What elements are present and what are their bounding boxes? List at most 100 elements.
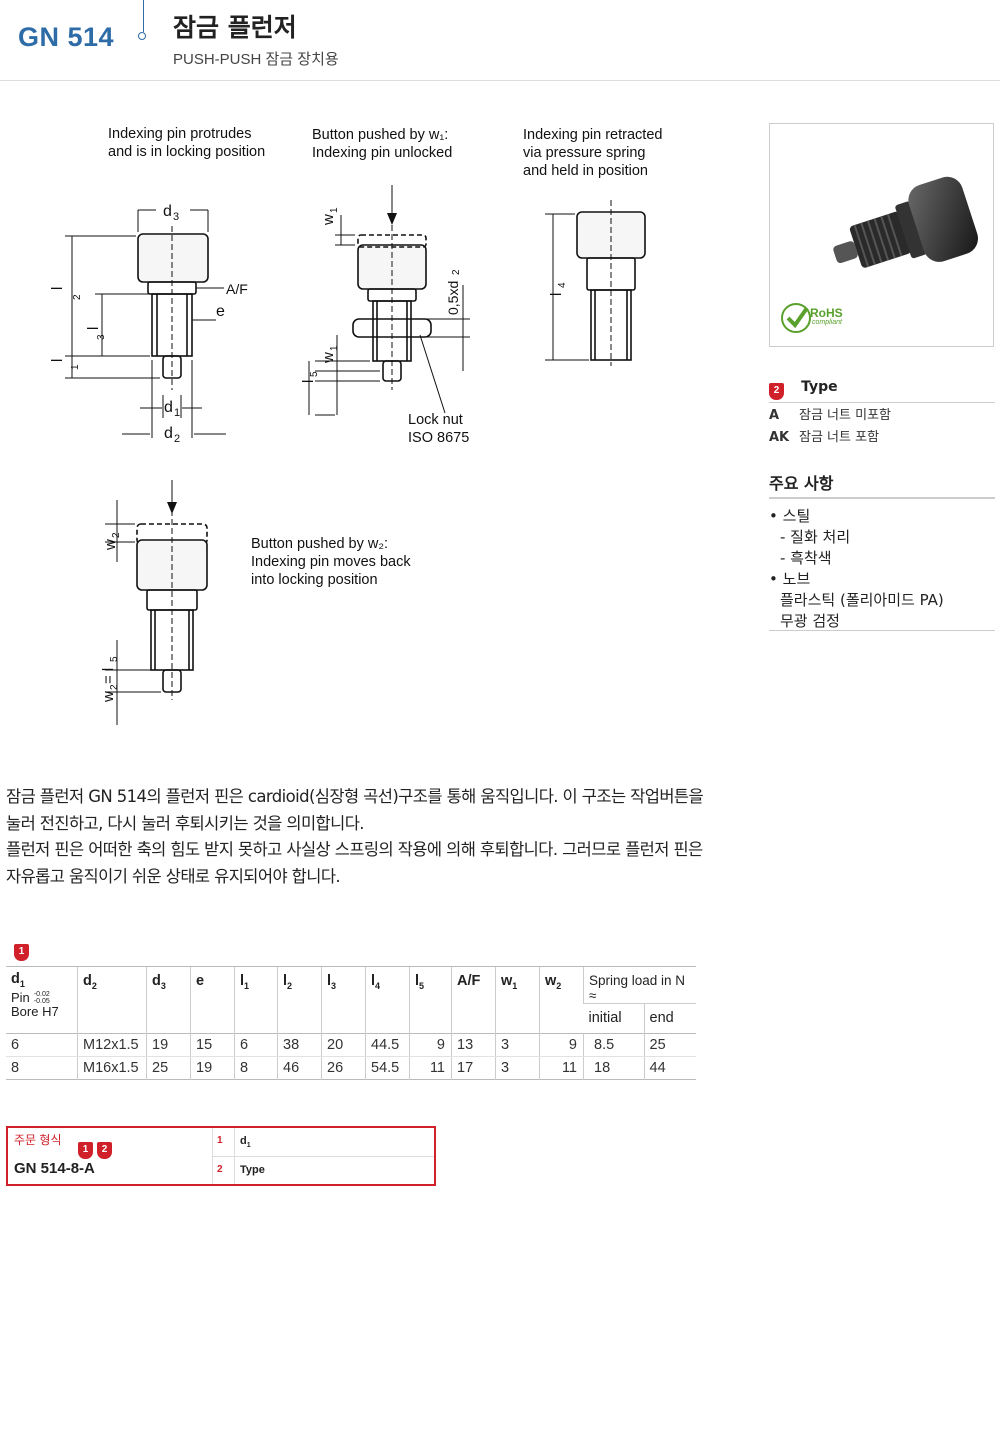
drawing-pushed-w2: w 2 w 2 = l 5	[100, 480, 208, 725]
caption-pushed-w2: Button pushed by w₂: Indexing pin moves …	[251, 536, 411, 588]
legend-num: 1	[217, 1135, 223, 1146]
col-w2: w2	[539, 966, 584, 1034]
svg-text:A/F: A/F	[226, 281, 248, 297]
table-cell: 9	[539, 1033, 584, 1057]
order-code: GN 514-8-A	[14, 1160, 95, 1177]
table-cell: 54.5	[365, 1056, 410, 1080]
legend-text: Type	[240, 1164, 265, 1176]
rohs-badge: RoHS compliant	[780, 298, 850, 342]
lock-nut-label: Lock nut ISO 8675	[408, 412, 470, 446]
table-cell: 44	[643, 1056, 696, 1080]
type-desc: 잠금 너트 포함	[799, 430, 880, 445]
col-d1: d1 Pin -0.02-0.05 Bore H7	[6, 966, 78, 1034]
col-l1: l1	[234, 966, 278, 1034]
feature-label: 스틸	[782, 507, 811, 525]
svg-text:2: 2	[109, 684, 120, 690]
svg-text:l: l	[548, 293, 565, 296]
type-row-ak: AK 잠금 너트 포함	[769, 426, 879, 445]
svg-text:3: 3	[173, 211, 179, 223]
type-desc: 잠금 너트 미포함	[799, 408, 891, 423]
col-l5: l5	[409, 966, 452, 1034]
drawing-unlocked: w 1 0,5xd 2 w 1 l 5	[300, 185, 470, 416]
svg-text:l: l	[49, 359, 66, 362]
svg-text:d: d	[164, 425, 173, 442]
table-cell: 46	[277, 1056, 322, 1080]
svg-text:5: 5	[309, 371, 320, 377]
type-title: Type	[801, 379, 838, 395]
table-cell: 38	[277, 1033, 322, 1057]
features-rule	[769, 497, 995, 499]
type-rule	[769, 402, 995, 403]
feature-sub: - 흑착색	[780, 549, 832, 567]
type-badge: 2	[769, 383, 784, 400]
col-d3: d3	[146, 966, 191, 1034]
caption-unlocked: Button pushed by w₁: Indexing pin unlock…	[312, 127, 453, 161]
type-row-a: A 잠금 너트 미포함	[769, 404, 891, 423]
type-code: AK	[769, 430, 790, 445]
page-title: 잠금 플런저	[173, 13, 297, 42]
feature-sub: - 질화 처리	[780, 528, 851, 546]
col-l2: l2	[277, 966, 322, 1034]
svg-text:d: d	[164, 399, 173, 416]
type-code: A	[769, 408, 780, 423]
col-e: e	[190, 966, 235, 1034]
svg-text:l: l	[49, 287, 66, 290]
caption-retracted: Indexing pin retracted via pressure spri…	[523, 127, 663, 179]
table-badge: 1	[14, 944, 29, 961]
svg-text:e: e	[216, 303, 225, 320]
table-cell: 11	[409, 1056, 452, 1080]
col-spring-initial: initial	[588, 1010, 622, 1026]
table-cell: 6	[6, 1033, 78, 1057]
col-d2: d2	[77, 966, 147, 1034]
features-bottom-rule	[769, 630, 995, 631]
svg-text:l: l	[300, 380, 317, 383]
table-cell: 15	[190, 1033, 235, 1057]
legend-num: 2	[217, 1164, 223, 1175]
col-l3: l3	[321, 966, 366, 1034]
svg-text:2: 2	[451, 269, 462, 275]
col-spring-end: end	[643, 1003, 696, 1034]
svg-text:1: 1	[329, 345, 340, 351]
page-subtitle: PUSH-PUSH 잠금 장치용	[173, 51, 339, 68]
svg-text:w: w	[100, 691, 117, 703]
svg-text:w: w	[320, 214, 337, 226]
table-cell: 8.5	[583, 1033, 644, 1057]
col-spring-load: Spring load in N ≈	[583, 966, 696, 1004]
table-cell: 8	[234, 1056, 278, 1080]
plunger-photo-image	[833, 176, 978, 268]
dimension-table: d1 Pin -0.02-0.05 Bore H7 d2 d3 e l1 l2 …	[6, 966, 696, 1080]
table-cell: 8	[11, 1060, 20, 1076]
svg-text:w: w	[320, 352, 337, 364]
svg-text:0,5xd: 0,5xd	[445, 281, 461, 315]
features-title: 주요 사항	[769, 474, 834, 493]
table-cell: 6	[234, 1033, 278, 1057]
svg-text:4: 4	[557, 282, 568, 288]
table-cell: 25	[146, 1056, 191, 1080]
rohs-subtext: compliant	[812, 319, 842, 326]
order-badge-2: 2	[97, 1142, 112, 1159]
product-photo: RoHS compliant	[769, 123, 994, 347]
svg-text:3: 3	[96, 334, 107, 340]
table-cell: M12x1.5	[77, 1033, 147, 1057]
col-l4: l4	[365, 966, 410, 1034]
table-cell: 13	[451, 1033, 496, 1057]
table-cell: 25	[643, 1033, 696, 1057]
table-cell: 19	[146, 1033, 191, 1057]
caption-locking: Indexing pin protrudes and is in locking…	[108, 126, 266, 160]
svg-text:5: 5	[109, 656, 120, 662]
svg-text:w: w	[102, 539, 119, 551]
svg-text:1: 1	[174, 407, 180, 419]
legend-text: d1	[240, 1135, 251, 1150]
rohs-check-icon	[781, 303, 811, 333]
table-cell: 11	[539, 1056, 584, 1080]
table-cell: 3	[495, 1056, 540, 1080]
feature-sub: 무광 검정	[780, 612, 840, 630]
table-cell: 20	[321, 1033, 366, 1057]
col-w1: w1	[495, 966, 540, 1034]
bullet: •	[769, 507, 778, 525]
table-cell: 17	[451, 1056, 496, 1080]
drawing-retracted: l 4	[545, 200, 646, 366]
